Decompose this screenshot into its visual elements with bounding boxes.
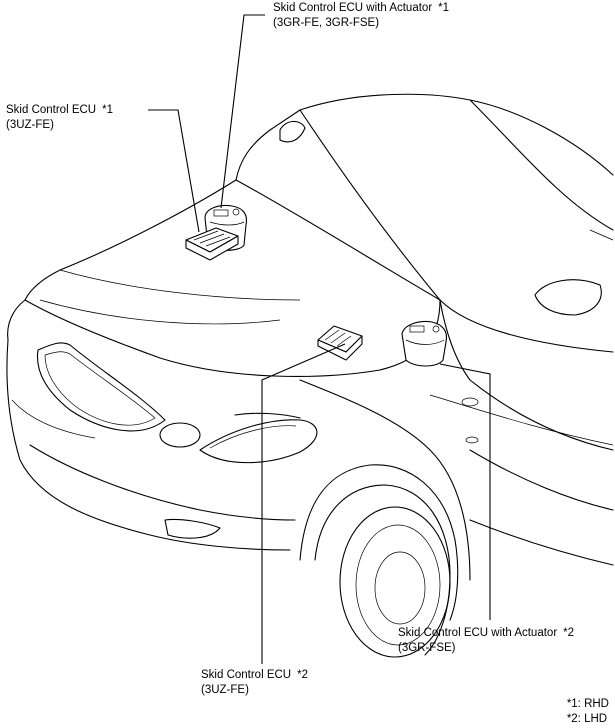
label-mark: *1 <box>438 2 450 14</box>
footnote-rhd: *1: RHD <box>566 698 609 710</box>
label-ecu-actuator-rhd: Skid Control ECU with Actuator *1 (3GR-FE… <box>273 1 449 31</box>
ecu-actuator-lhd <box>401 320 448 367</box>
label-title: Skid Control ECU with Actuator <box>273 2 433 14</box>
label-engine: (3GR-FSE) <box>398 642 456 654</box>
leader-lines <box>148 14 491 664</box>
ecu-lhd <box>317 325 363 361</box>
footnotes: *1: RHD *2: LHD <box>567 697 609 727</box>
label-title: Skid Control ECU <box>201 669 292 681</box>
label-mark: *1 <box>102 104 113 116</box>
label-ecu-lhd: Skid Control ECU *2 (3UZ-FE) <box>201 668 308 698</box>
label-engine: (3UZ-FE) <box>201 684 249 696</box>
label-ecu-rhd: Skid Control ECU *1 (3UZ-FE) <box>6 103 113 133</box>
label-engine: (3GR-FE, 3GR-FSE) <box>273 17 380 29</box>
label-mark: *2 <box>297 669 308 681</box>
ecu-rhd <box>185 227 239 261</box>
label-engine: (3UZ-FE) <box>6 119 54 131</box>
footnote-lhd: *2: LHD <box>566 713 608 725</box>
label-title: Skid Control ECU with Actuator <box>398 627 558 639</box>
label-mark: *2 <box>563 627 575 639</box>
car-body-outline <box>6 93 614 658</box>
label-title: Skid Control ECU <box>6 104 97 116</box>
label-ecu-actuator-lhd: Skid Control ECU with Actuator *2 (3GR-FS… <box>398 626 574 656</box>
